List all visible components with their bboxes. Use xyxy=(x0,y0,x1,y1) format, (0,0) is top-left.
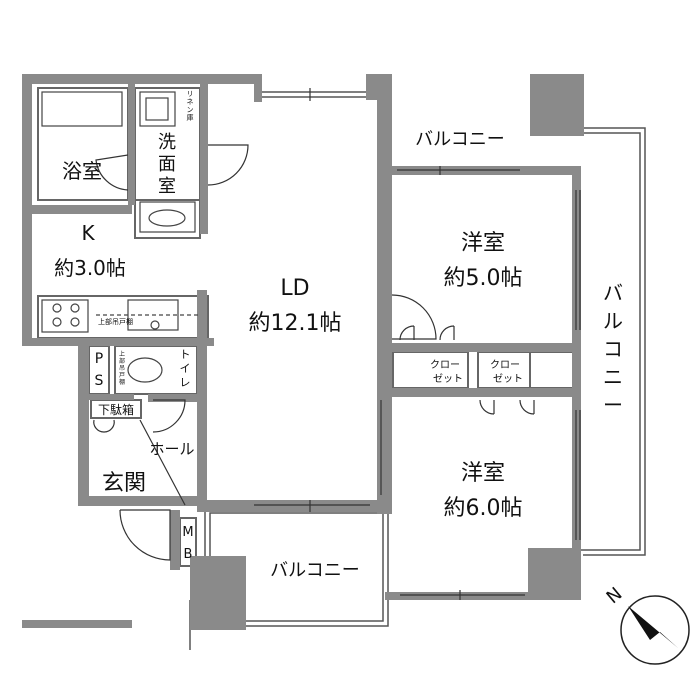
label-upper-cabinet: 上部吊戸棚 xyxy=(98,317,133,326)
label-linen-2: ネ xyxy=(187,98,194,106)
compass-needle-icon xyxy=(628,606,678,648)
label-ld-area: 約12.1帖 xyxy=(249,311,342,336)
label-toilet-cabinet-2: 部 xyxy=(119,357,125,365)
toilet-bowl xyxy=(127,357,163,383)
label-bath: 浴室 xyxy=(62,159,102,183)
label-ps-1: P xyxy=(95,351,103,367)
label-closet2-2: ゼット xyxy=(493,373,523,385)
label-kitchen: K xyxy=(81,221,95,245)
label-balcony-right-2: ル xyxy=(603,309,623,333)
label-mb-1: M xyxy=(182,525,193,540)
label-hall: ホール xyxy=(149,440,194,458)
label-toilet-cabinet-3: 吊 xyxy=(119,365,125,372)
label-closet1-2: ゼット xyxy=(433,373,463,385)
label-ps-2: S xyxy=(95,373,104,389)
label-toilet-2: イ xyxy=(180,362,191,375)
label-balcony-bottom: バルコニー xyxy=(270,560,360,581)
label-toilet-1: ト xyxy=(180,348,191,361)
washer-pan xyxy=(139,91,176,127)
label-linen-4: 庫 xyxy=(187,113,194,122)
label-shoe-box: 下駄箱 xyxy=(98,402,134,417)
label-washroom-2: 面 xyxy=(158,154,176,175)
label-balcony-right-1: バ xyxy=(603,281,623,305)
compass-circle xyxy=(620,595,690,665)
label-toilet-cabinet-4: 戸 xyxy=(119,372,125,379)
label-bed1: 洋室 xyxy=(461,231,505,256)
label-linen-1: リ xyxy=(187,90,194,98)
fixtures xyxy=(41,91,198,383)
label-toilet-cabinet-5: 棚 xyxy=(119,378,125,386)
compass-label: N xyxy=(603,583,627,608)
label-toilet-cabinet-1: 上 xyxy=(119,350,125,358)
label-linen-3: ン xyxy=(187,106,194,114)
stove xyxy=(41,299,89,333)
walls xyxy=(22,74,584,630)
label-ld: LD xyxy=(280,276,309,301)
label-washroom-3: 室 xyxy=(158,176,176,197)
windows xyxy=(254,88,581,600)
label-entrance: 玄関 xyxy=(102,471,146,496)
label-closet2-1: クロー xyxy=(490,359,520,371)
wash-basin xyxy=(139,201,196,233)
label-kitchen-area: 約3.0帖 xyxy=(54,256,126,280)
balcony-labels: バルコニー バルコニー バ ル コ ニ ー xyxy=(270,129,623,581)
label-mb-2: B xyxy=(184,547,193,562)
label-toilet-3: レ xyxy=(180,376,191,389)
label-bed1-area: 約5.0帖 xyxy=(444,266,523,291)
label-balcony-right-4: ニ xyxy=(603,365,623,389)
label-balcony-top: バルコニー xyxy=(415,129,505,150)
label-washroom-1: 洗 xyxy=(158,132,176,153)
label-balcony-right-5: ー xyxy=(603,393,623,417)
label-bed2: 洋室 xyxy=(461,461,505,486)
room-labels: 浴室 洗 面 室 リ ネ ン 庫 K 約3.0帖 LD 約12.1帖 洋室 約5… xyxy=(54,90,523,562)
bathtub xyxy=(41,91,123,127)
doors xyxy=(93,144,535,561)
label-closet1-1: クロー xyxy=(430,359,460,371)
label-balcony-right-3: コ xyxy=(603,337,623,361)
label-bed2-area: 約6.0帖 xyxy=(444,496,523,521)
compass: N xyxy=(603,583,690,665)
